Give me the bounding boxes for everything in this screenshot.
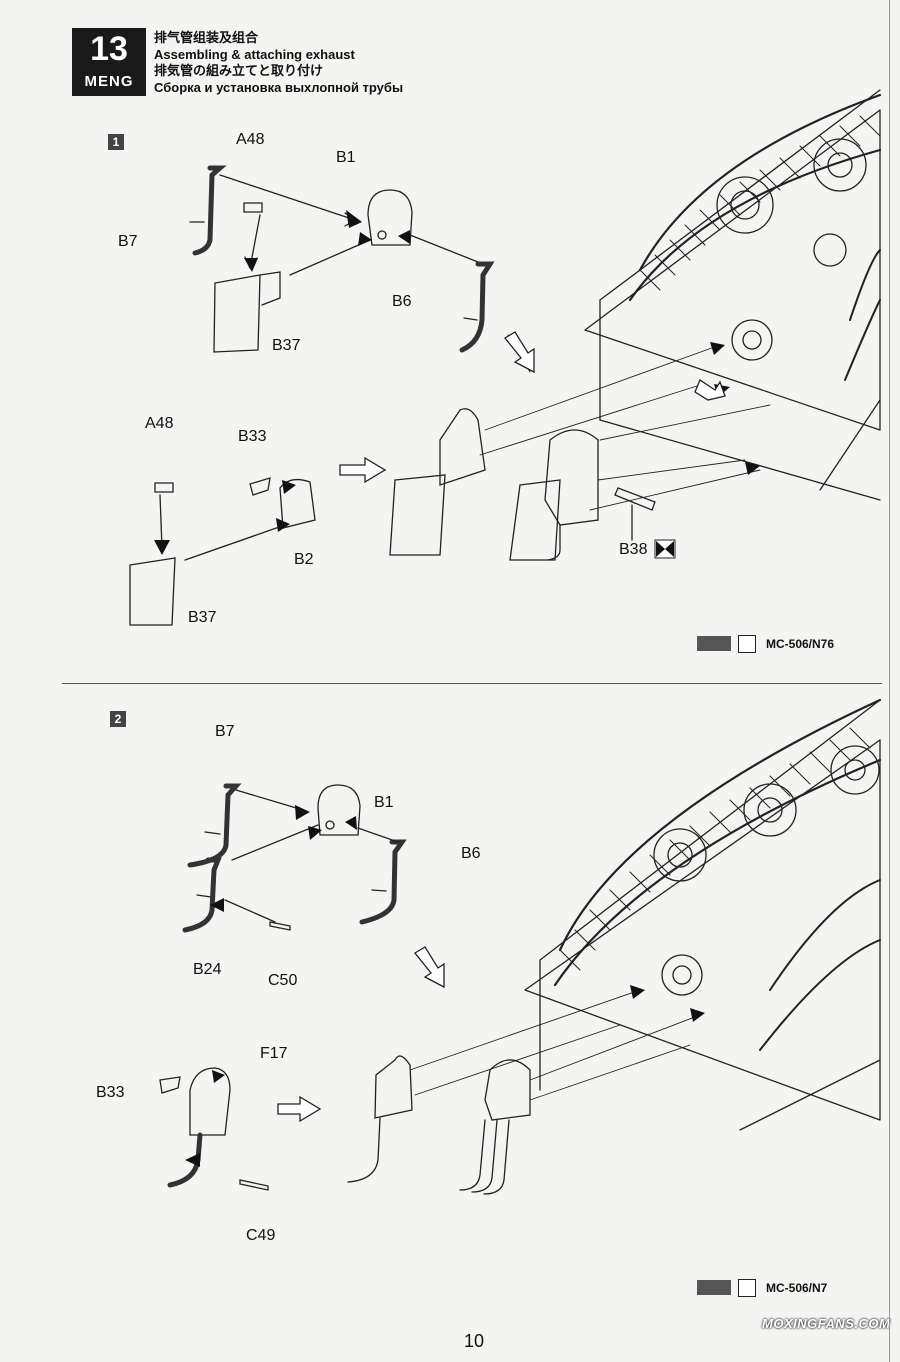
label-c49: C49	[246, 1227, 276, 1244]
brush-icon	[738, 635, 756, 653]
page-edge	[889, 0, 890, 1362]
label-a48-bottom: A48	[145, 415, 174, 432]
watermark: MOXINGFANS.COM	[762, 1316, 891, 1331]
label-b7-step1: B7	[118, 233, 138, 250]
label-b2: B2	[294, 551, 314, 568]
paint-code-2: MC-506/N7	[766, 1281, 828, 1295]
step-number: 13	[90, 30, 128, 68]
title-chinese: 排气管组装及组合	[154, 30, 259, 45]
label-b38: B38	[619, 541, 648, 558]
label-f17: F17	[260, 1045, 288, 1062]
label-a48-top: A48	[236, 131, 265, 148]
label-b33-step2: B33	[96, 1084, 125, 1101]
label-b7-step2: B7	[215, 723, 235, 740]
label-b37-top: B37	[272, 337, 301, 354]
step-titles: 排气管组装及组合 Assembling & attaching exhaust …	[154, 30, 403, 96]
title-japanese: 排気管の組み立てと取り付け	[154, 63, 324, 78]
label-c50: C50	[268, 972, 298, 989]
brand-logo: MENG	[84, 73, 134, 90]
substep-1-number: 1	[108, 134, 124, 150]
title-russian: Сборка и установка выхлопной трубы	[154, 79, 404, 95]
substep-2-number: 2	[110, 711, 126, 727]
label-b1-step1: B1	[336, 149, 356, 166]
label-b6-step2: B6	[461, 845, 481, 862]
tank-hull-illustration-2	[524, 698, 882, 1131]
brush-icon-2	[738, 1279, 756, 1297]
paint-color-chip-2	[697, 1280, 731, 1295]
label-b6-step1: B6	[392, 293, 412, 310]
label-b24: B24	[193, 961, 222, 978]
paint-color-chip-1	[697, 636, 731, 651]
page-number: 10	[464, 1331, 485, 1351]
step-number-badge: 13 MENG	[72, 28, 146, 96]
title-english: Assembling & attaching exhaust	[154, 46, 355, 62]
label-b37-bottom: B37	[188, 609, 217, 626]
tank-hull-illustration-1	[584, 89, 882, 501]
paint-code-1: MC-506/N76	[766, 637, 835, 651]
label-b33-step1: B33	[238, 428, 267, 445]
label-b1-step2: B1	[374, 794, 394, 811]
section-divider	[62, 683, 882, 684]
